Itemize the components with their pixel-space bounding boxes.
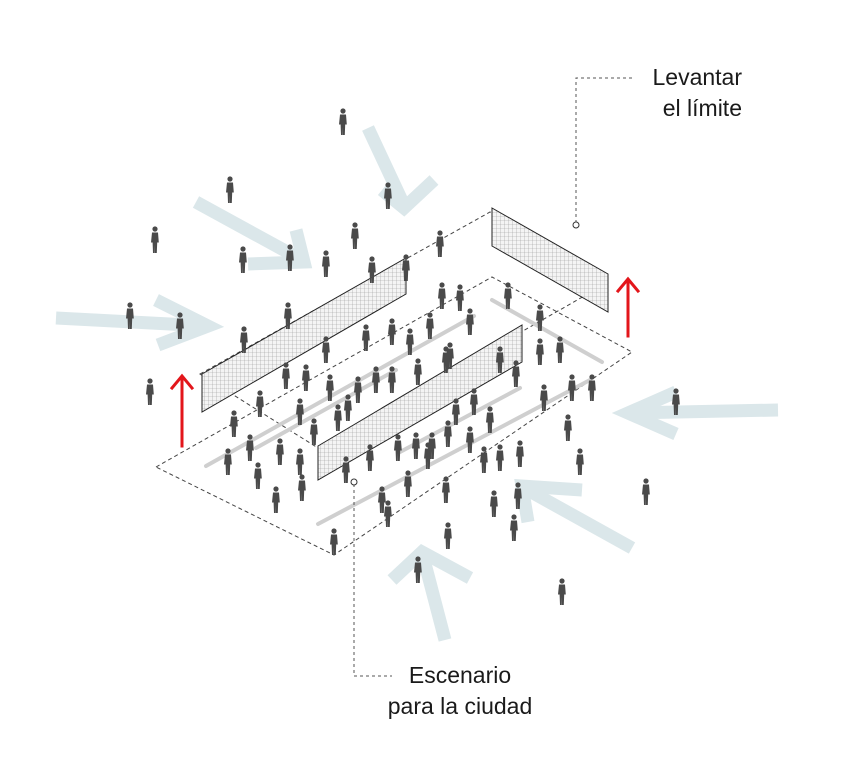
person-icon [146,378,154,405]
person-icon [412,432,420,459]
person-icon [272,486,280,513]
leader-lines [353,77,632,677]
leader-top [575,77,632,222]
person-icon [276,438,284,465]
person-icon [151,226,159,253]
person-icon [226,176,234,203]
person-icon [486,406,494,433]
person-icon [444,522,452,549]
person-icon [282,362,290,389]
label-city-stage-line2: para la ciudad [387,693,533,719]
flow-arrow-icon [362,125,439,217]
person-icon [642,478,650,505]
leader-bottom [353,484,392,677]
person-icon [298,474,306,501]
person-icon [394,434,402,461]
walls [201,207,609,481]
person-icon [384,500,392,527]
wall-right [491,207,609,313]
lift-arrow-icon [615,276,641,338]
person-icon [256,390,264,417]
person-icon [388,318,396,345]
person-icon [490,490,498,517]
person-icon [436,230,444,257]
lift-arrows [169,276,641,448]
person-icon [466,426,474,453]
label-city-stage: Escenario para la ciudad [360,660,560,722]
leader-dot-top [572,221,580,229]
person-icon [558,578,566,605]
person-icon [426,312,434,339]
person-icon [414,358,422,385]
label-city-stage-line1: Escenario [408,662,512,688]
person-icon [322,250,330,277]
person-icon [351,222,359,249]
flow-arrow-icon [387,544,474,642]
person-icon [296,448,304,475]
person-icon [576,448,584,475]
label-raise-limit-line1: Levantar [652,64,742,90]
person-icon [310,418,318,445]
wall-left [201,257,407,413]
person-icon [362,324,370,351]
person-icon [334,404,342,431]
person-icon [480,446,488,473]
flow-arrow-icon [514,478,636,554]
flow-arrow-icon [611,386,779,440]
person-icon [496,444,504,471]
leader-dot-bottom [350,478,358,486]
label-raise-limit: Levantar el límite [612,62,742,124]
lift-arrow-icon [169,373,195,448]
person-icon [456,284,464,311]
person-icon [239,246,247,273]
person-icon [564,414,572,441]
person-icon [466,308,474,335]
wall-center [317,324,523,481]
person-icon [516,440,524,467]
person-icon [438,282,446,309]
person-icon [330,528,338,555]
person-icon [254,462,262,489]
person-icon [230,410,238,437]
person-icon [536,338,544,365]
person-icon [510,514,518,541]
flow-arrow-icon [192,196,313,271]
person-icon [568,374,576,401]
person-icon [302,364,310,391]
person-icon [339,108,347,135]
person-icon [504,282,512,309]
label-raise-limit-line2: el límite [662,95,742,121]
